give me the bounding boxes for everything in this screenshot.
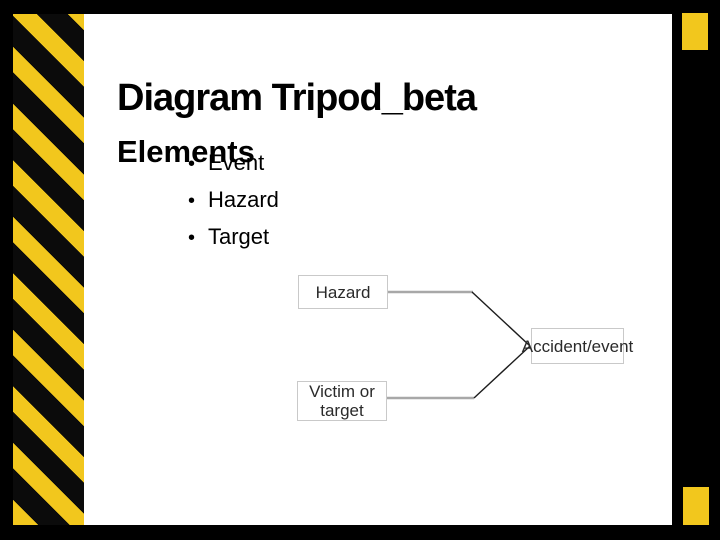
diagram-connector-lines <box>387 290 531 400</box>
bullet-marker: • <box>188 227 196 249</box>
bullet-item-target: • Target <box>188 219 279 256</box>
bullet-label: Hazard <box>208 187 279 212</box>
diagram-box-victim-or-target: Victim or target <box>297 381 387 421</box>
bullet-marker: • <box>188 190 196 212</box>
bullet-list: • Event • Hazard • Target <box>188 145 279 256</box>
diagram-box-hazard: Hazard <box>298 275 388 309</box>
slide-surface: Diagram Tripod_beta Elements • Event • H… <box>84 14 672 525</box>
connector-victim-diagonal <box>473 345 531 399</box>
bullet-label: Event <box>208 150 265 175</box>
yellow-accent-top <box>682 13 708 50</box>
bullet-marker: • <box>188 153 196 175</box>
bullet-label: Target <box>208 224 270 249</box>
diagram-box-accident-event: Accident/event <box>522 328 633 364</box>
connector-hazard-diagonal <box>471 291 531 347</box>
bullet-item-hazard: • Hazard <box>188 182 279 219</box>
slide-title: Diagram Tripod_beta <box>117 77 477 120</box>
yellow-accent-bottom <box>683 487 709 525</box>
slide-subtitle: Elements <box>117 133 255 169</box>
hazard-stripe-band <box>13 14 84 525</box>
bullet-item-event: • Event <box>188 145 279 182</box>
